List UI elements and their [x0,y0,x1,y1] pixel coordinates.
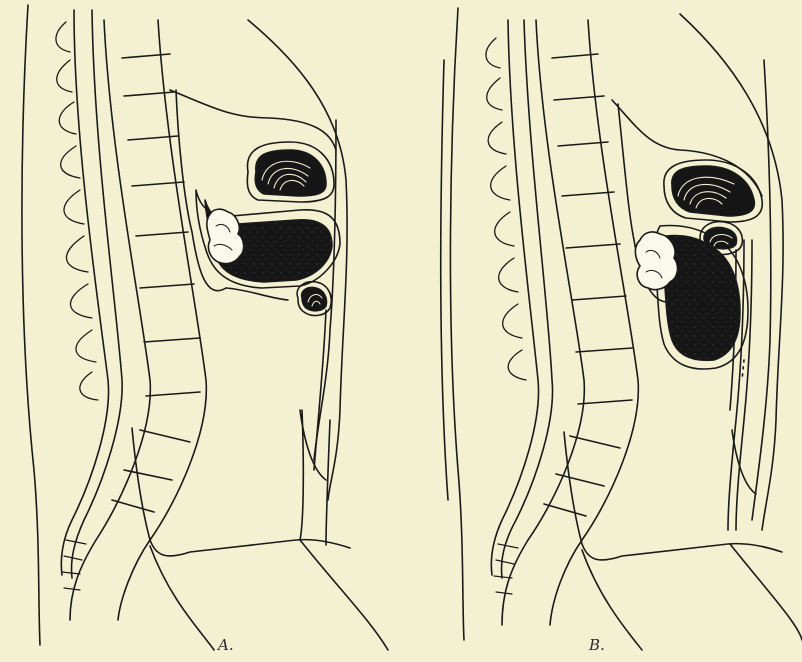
figure-b [441,8,802,650]
figure-a-spinal-canal [61,10,122,578]
figure-a-tumor-growth [207,209,244,263]
figure-b-pubic-region [732,430,756,494]
figure-a-vertebral-column [70,20,206,620]
figure-a-spinous-processes [56,22,98,400]
figure-a-caption: A. [218,636,234,654]
figure-b-upper-coil [664,160,762,222]
figure-b-back-outline [441,8,464,640]
figure-b-vertebral-column [502,20,638,625]
figure-a-back-outline [22,5,40,645]
figure-b-caption: B. [589,636,605,654]
figure-b-body-outlines [564,432,802,650]
figure-a-body-outlines [132,410,388,650]
figure-a-upper-coil [247,142,334,202]
figure-a [22,5,388,650]
figure-b-tumor-growth [635,232,677,290]
